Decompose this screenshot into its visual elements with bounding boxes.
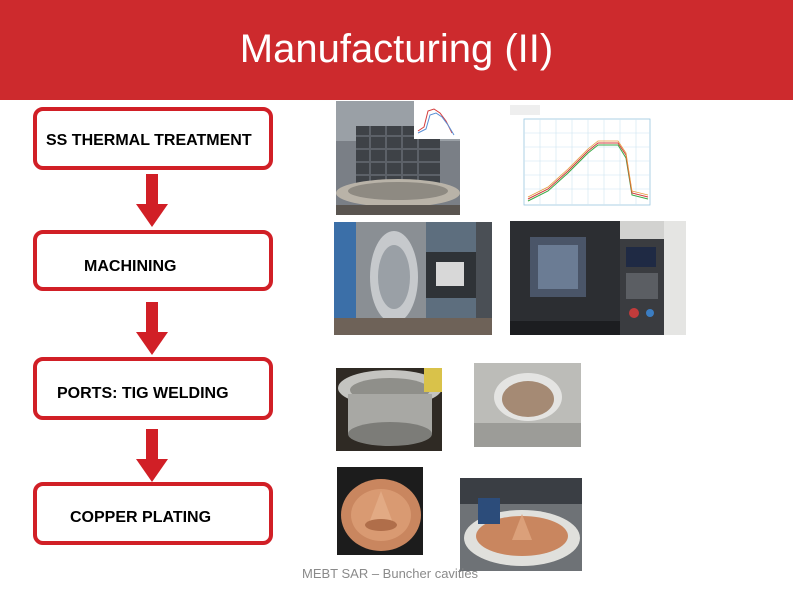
step-box-thermal-treatment: SS THERMAL TREATMENT bbox=[33, 107, 273, 170]
step-box-machining: MACHINING bbox=[33, 230, 273, 291]
step-label-thermal-treatment: SS THERMAL TREATMENT bbox=[46, 132, 252, 149]
furnace-photo bbox=[336, 101, 460, 215]
cnc-machine-photo bbox=[510, 221, 686, 335]
temperature-graph-image bbox=[508, 103, 652, 209]
step-label-machining: MACHINING bbox=[84, 258, 177, 275]
step-label-copper-plating: COPPER PLATING bbox=[70, 509, 212, 526]
step-box-copper-plating: COPPER PLATING bbox=[33, 482, 273, 545]
copper-plating-work-photo bbox=[460, 478, 582, 571]
down-arrow-icon bbox=[136, 429, 168, 482]
down-arrow-icon bbox=[136, 302, 168, 355]
down-arrow-icon bbox=[136, 174, 168, 227]
welded-cavity-photo bbox=[336, 368, 442, 451]
title-bar: Manufacturing (II) bbox=[0, 0, 793, 100]
step-box-tig-welding: PORTS: TIG WELDING bbox=[33, 357, 273, 420]
slide-title: Manufacturing (II) bbox=[239, 27, 554, 71]
slide-footer: MEBT SAR – Buncher cavities bbox=[302, 566, 479, 581]
machining-photo bbox=[334, 222, 492, 335]
step-label-tig-welding: PORTS: TIG WELDING bbox=[57, 385, 229, 402]
copper-plated-cavity-photo bbox=[337, 467, 423, 555]
cavity-port-photo bbox=[474, 363, 581, 447]
